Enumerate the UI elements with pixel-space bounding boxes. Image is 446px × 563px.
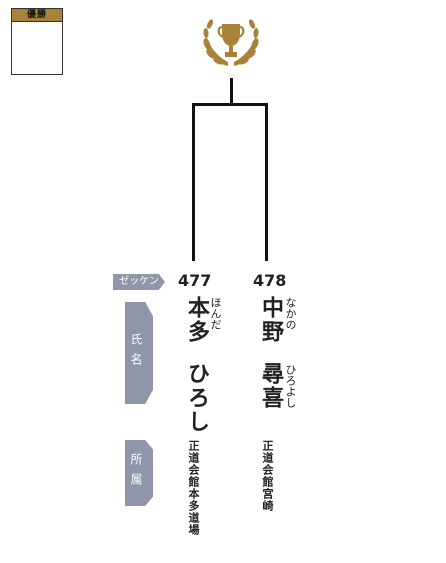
player-surname-kana: ほんだ: [209, 297, 222, 330]
winner-box-label: 優勝: [12, 9, 62, 22]
player-number: 477: [178, 271, 212, 290]
trophy-icon: [203, 19, 259, 66]
bracket-line-left: [192, 103, 195, 261]
zekken-label: ゼッケン: [113, 274, 165, 290]
player-number: 478: [253, 271, 287, 290]
bracket-line-right: [265, 103, 268, 261]
affiliation-label-tag: 所属: [125, 440, 153, 506]
player-given-name: ひろし: [184, 362, 209, 434]
bracket-stem: [230, 78, 233, 105]
player-given-name-kana: ひろよし: [284, 364, 297, 408]
name-label-tag: 氏名: [125, 302, 153, 404]
player-affiliation: 正道会館宮崎: [261, 440, 274, 512]
player-affiliation: 正道会館本多道場: [187, 440, 200, 536]
name-label: 氏名: [129, 333, 143, 373]
player-surname-kana: なかの: [284, 297, 297, 330]
player-surname: 本多: [184, 296, 209, 344]
player-given-name: 尋喜: [258, 362, 283, 410]
player-surname: 中野: [258, 296, 283, 344]
winner-box: 優勝: [11, 8, 63, 75]
affiliation-label: 所属: [129, 453, 143, 493]
bracket-crossbar: [192, 103, 268, 106]
